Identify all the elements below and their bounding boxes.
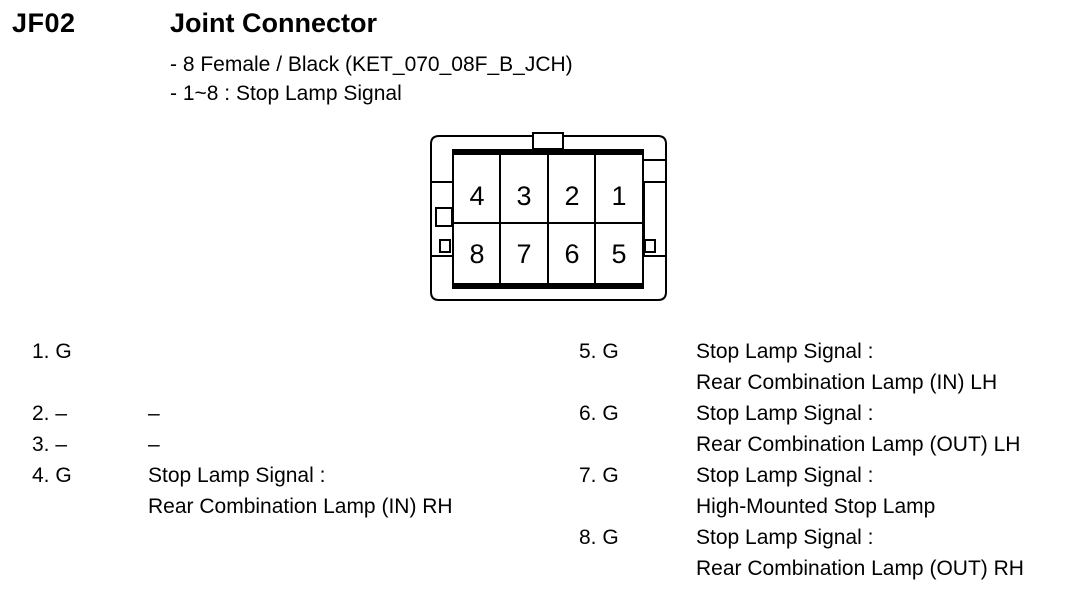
- connector-face-diagram: 4 3 2 1 8 7 6 5: [430, 132, 667, 301]
- pin-id: 8. G: [579, 526, 619, 549]
- connector-pin-3: 3: [516, 181, 531, 211]
- connector-pin-8: 8: [469, 239, 484, 269]
- pin-description-line: –: [148, 433, 160, 456]
- pin-id: 4. G: [32, 464, 72, 487]
- pin-id: 6. G: [579, 402, 619, 425]
- connector-pin-6: 6: [564, 239, 579, 269]
- connector-code: JF02: [12, 8, 76, 38]
- pin-description-line: Rear Combination Lamp (OUT) LH: [696, 433, 1021, 456]
- pin-description-line: –: [148, 402, 160, 425]
- pin-description-line: Rear Combination Lamp (OUT) RH: [696, 557, 1024, 580]
- pin-description-line: Stop Lamp Signal :: [696, 402, 874, 425]
- connector-housing-outline: [430, 135, 667, 301]
- pin-id: 5. G: [579, 340, 619, 363]
- pin-description-line: High-Mounted Stop Lamp: [696, 495, 936, 518]
- pin-description-line: Rear Combination Lamp (IN) RH: [148, 495, 453, 518]
- pin-id: 2. –: [32, 402, 68, 425]
- connector-pin-5: 5: [611, 239, 626, 269]
- connector-pin-1: 1: [611, 181, 626, 211]
- pin-description-line: Stop Lamp Signal :: [148, 464, 326, 487]
- connector-spec-type: - 8 Female / Black (KET_070_08F_B_JCH): [170, 53, 573, 76]
- pin-description-line: Stop Lamp Signal :: [696, 526, 874, 549]
- pin-id: 1. G: [32, 340, 72, 363]
- pin-description-line: Rear Combination Lamp (IN) LH: [696, 371, 998, 394]
- connector-title: Joint Connector: [170, 8, 377, 38]
- connector-latch: [532, 132, 564, 150]
- connector-spec-pins: - 1~8 : Stop Lamp Signal: [170, 82, 402, 105]
- connector-pin-7: 7: [516, 239, 531, 269]
- connector-pin-4: 4: [469, 181, 484, 211]
- pin-description-line: Stop Lamp Signal :: [696, 464, 874, 487]
- pin-id: 7. G: [579, 464, 619, 487]
- pin-description-line: Stop Lamp Signal :: [696, 340, 874, 363]
- pin-id: 3. –: [32, 433, 68, 456]
- connector-pin-2: 2: [564, 181, 579, 211]
